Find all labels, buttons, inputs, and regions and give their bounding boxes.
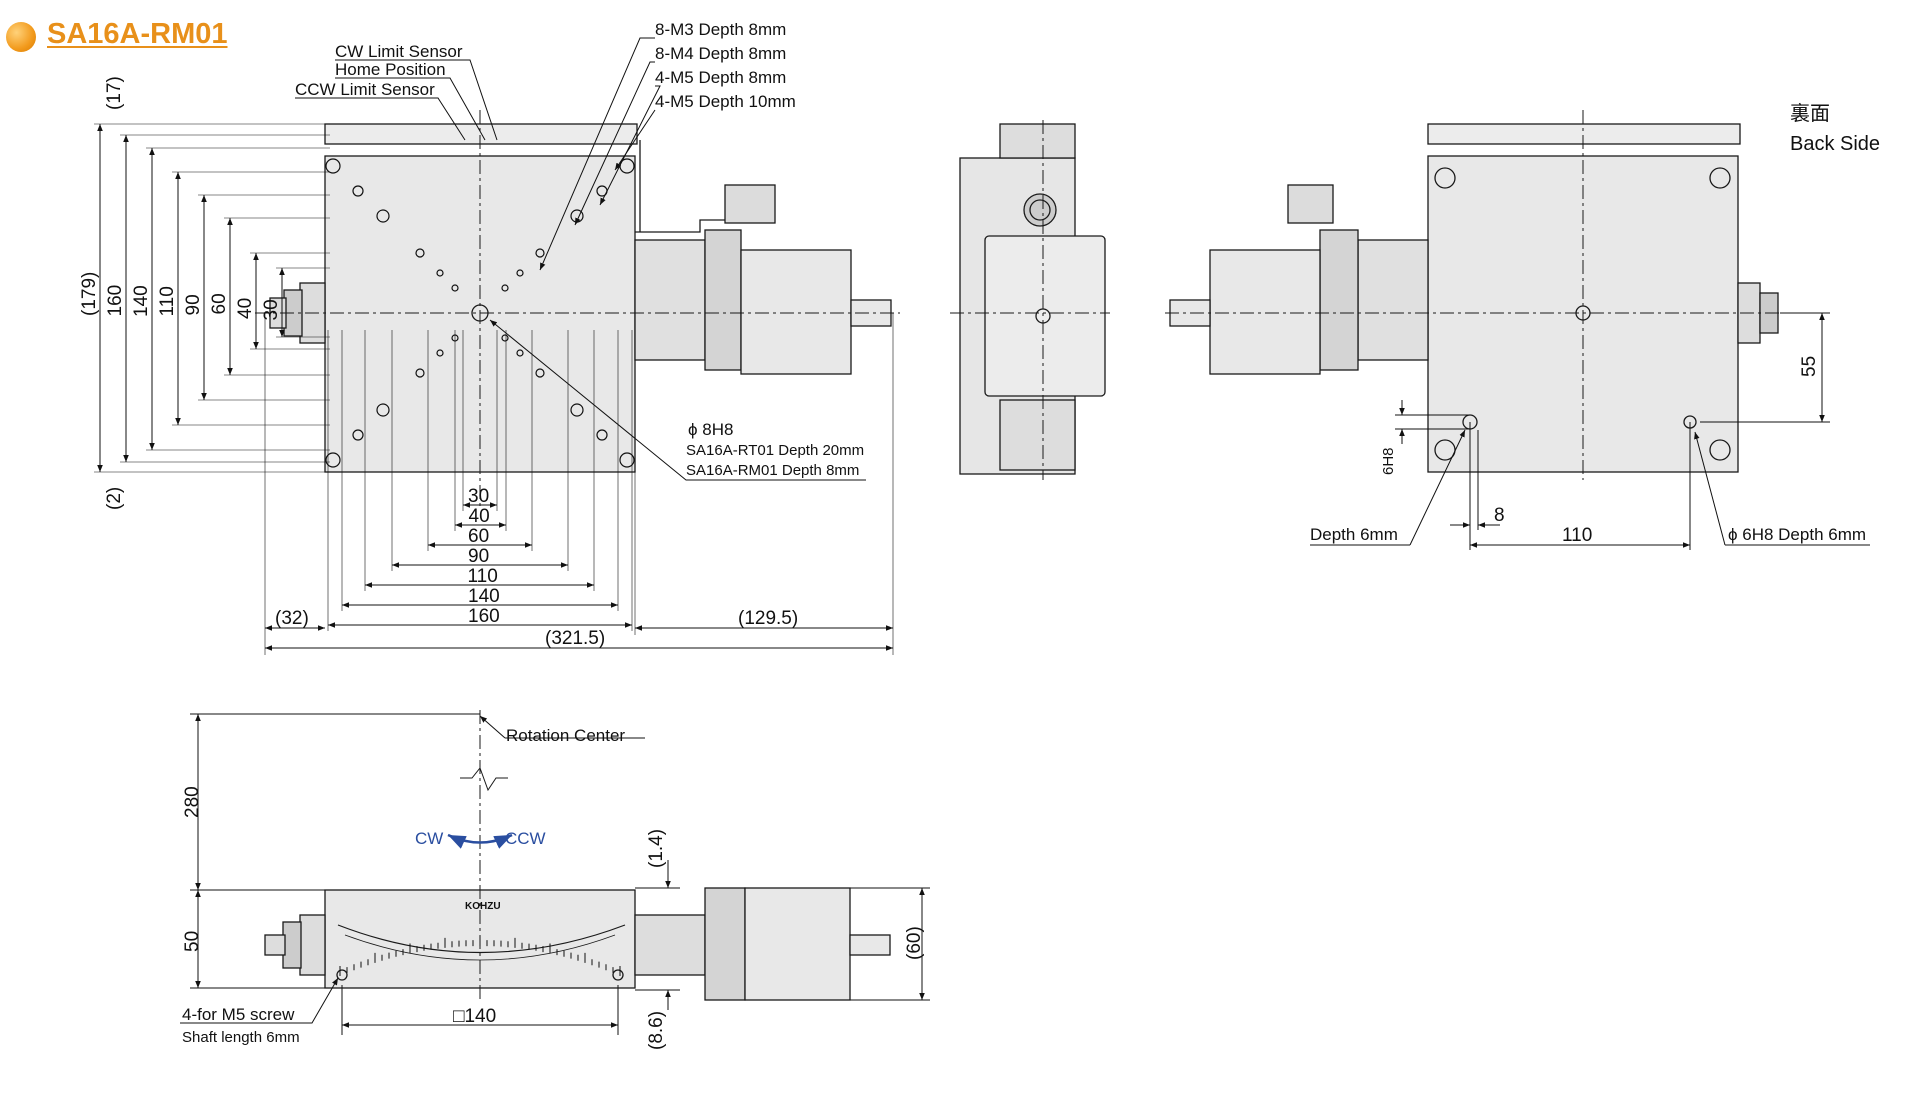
page-title: SA16A-RM01	[47, 18, 228, 50]
dim-1-4: (1.4)	[646, 829, 667, 868]
dim-50: 50	[182, 931, 203, 952]
hole-spec-1: 8-M3 Depth 8mm	[655, 20, 786, 39]
front-hole-pattern	[325, 158, 635, 468]
title-bullet-icon	[6, 22, 36, 52]
overall-right-label: (129.5)	[738, 608, 798, 629]
mounting-hole	[376, 403, 390, 417]
mounting-hole	[501, 284, 509, 292]
overall-left-label: (32)	[275, 608, 309, 629]
screw-label-2: Shaft length 6mm	[182, 1029, 300, 1046]
back-dim-110: 110	[1562, 525, 1592, 546]
bottom-dim-label: 60	[468, 526, 489, 547]
mounting-hole	[619, 452, 635, 468]
brand-logo: KOHZU	[465, 901, 501, 912]
mounting-hole	[535, 248, 545, 258]
bore-rt-label: SA16A-RT01 Depth 20mm	[686, 442, 864, 459]
back-dim-55: 55	[1799, 356, 1820, 377]
mounting-hole	[415, 248, 425, 258]
left-dim-label: 160	[105, 285, 126, 317]
left-bottom-offset-label: (2)	[104, 487, 125, 510]
mounting-hole	[325, 158, 341, 174]
mounting-hole	[415, 368, 425, 378]
mounting-hole	[436, 269, 444, 277]
ccw-label: CCW	[505, 829, 546, 848]
left-dim-label: (179)	[79, 272, 100, 316]
back-view	[1165, 110, 1790, 480]
mounting-hole	[501, 334, 509, 342]
mounting-hole	[352, 429, 364, 441]
back-depth-label: Depth 6mm	[1310, 525, 1398, 544]
screw-label-1: 4-for M5 screw	[182, 1005, 295, 1024]
bottom-dim-label: 110	[468, 566, 498, 587]
home-position-label: Home Position	[335, 60, 446, 79]
mounting-hole	[570, 403, 584, 417]
front-leaders	[295, 37, 866, 481]
hole-spec-4: 4-M5 Depth 10mm	[655, 92, 796, 111]
side-view-middle	[950, 120, 1110, 480]
bottom-dim-label: 30	[468, 486, 489, 507]
back-dimensions	[1310, 312, 1870, 550]
left-dim-label: 30	[261, 299, 282, 320]
mounting-hole	[352, 185, 364, 197]
left-dim-label: 60	[209, 293, 230, 314]
mounting-hole	[436, 349, 444, 357]
rotation-arrow-icon	[447, 833, 513, 849]
overall-total-label: (321.5)	[545, 628, 605, 649]
back-dim-6h8: 6H8	[1380, 447, 1397, 475]
dim-280: 280	[182, 786, 203, 818]
mounting-hole	[325, 452, 341, 468]
left-top-offset-label: (17)	[104, 76, 125, 110]
bottom-dim-label: 90	[468, 546, 489, 567]
bottom-dimensions	[180, 713, 930, 1035]
cw-label: CW	[415, 829, 443, 848]
angle-scale	[339, 936, 621, 976]
bottom-side-view	[264, 710, 891, 1001]
left-dim-label: 110	[157, 286, 178, 316]
mounting-hole	[376, 209, 390, 223]
bore-label: ϕ 8H8	[688, 420, 733, 439]
mounting-hole	[516, 349, 524, 357]
bottom-dim-label: 40	[469, 506, 490, 527]
back-dim-8: 8	[1494, 505, 1505, 526]
dim-60: (60)	[904, 926, 925, 960]
front-view	[255, 110, 900, 510]
hole-spec-3: 4-M5 Depth 8mm	[655, 68, 786, 87]
bore-rm-label: SA16A-RM01 Depth 8mm	[686, 462, 859, 479]
mounting-hole	[451, 284, 459, 292]
bottom-dim-label: 160	[468, 606, 500, 627]
square-140-label: □140	[453, 1006, 496, 1027]
left-dim-label: 40	[235, 298, 256, 319]
dim-8-6: (8.6)	[646, 1011, 667, 1050]
mounting-hole	[535, 368, 545, 378]
back-title-en: Back Side	[1790, 133, 1880, 155]
bottom-dim-label: 140	[468, 586, 500, 607]
ccw-limit-sensor-label: CCW Limit Sensor	[295, 80, 435, 99]
left-dim-label: 90	[183, 294, 204, 315]
left-dim-label: 140	[131, 285, 152, 317]
mounting-hole	[596, 429, 608, 441]
back-pin-label: ϕ 6H8 Depth 6mm	[1728, 525, 1866, 544]
cw-limit-sensor-label: CW Limit Sensor	[335, 42, 463, 61]
rotation-center-label: Rotation Center	[506, 726, 625, 745]
back-title-jp: 裏面	[1790, 102, 1830, 125]
hole-spec-2: 8-M4 Depth 8mm	[655, 44, 786, 63]
mounting-hole	[516, 269, 524, 277]
